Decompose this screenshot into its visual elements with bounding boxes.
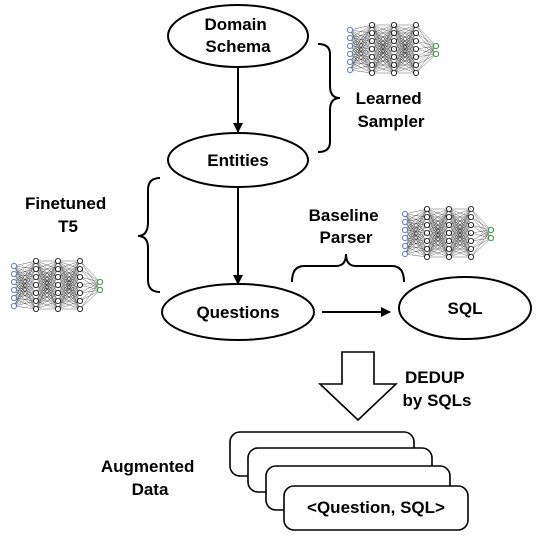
neural-network-icon [346, 21, 440, 77]
finetuned-t5-annotation: Finetuned T5 [10, 177, 161, 313]
entities-label: Entities [207, 151, 268, 170]
augmented-data-stack: <Question, SQL> [229, 431, 469, 531]
questions-node: Questions [161, 283, 315, 341]
learned-sampler-brace [317, 43, 341, 153]
questions-label: Questions [196, 303, 279, 322]
question-sql-record-label: <Question, SQL> [307, 498, 445, 517]
domain-schema-node: Domain Schema [167, 4, 309, 68]
dedup-arrow-icon [317, 351, 399, 422]
baseline-parser-label: Baseline Parser [309, 206, 384, 247]
sql-node: SQL [398, 276, 532, 340]
sql-label: SQL [448, 299, 483, 318]
neural-network-icon [10, 257, 104, 313]
learned-sampler-annotation: Learned Sampler [317, 21, 440, 153]
learned-sampler-label: Learned Sampler [356, 89, 427, 131]
domain-schema-label: Domain Schema [204, 15, 271, 56]
augmented-data-label: Augmented Data [101, 457, 199, 499]
finetuned-t5-label: Finetuned T5 [25, 194, 111, 236]
baseline-parser-brace [291, 253, 405, 283]
data-card [283, 485, 469, 531]
neural-network-icon [401, 205, 495, 261]
finetuned-t5-brace [137, 177, 161, 293]
dedup-label: DEDUP by SQLs [403, 368, 472, 410]
baseline-parser-annotation: Baseline Parser [291, 205, 495, 283]
entities-node: Entities [167, 132, 309, 188]
